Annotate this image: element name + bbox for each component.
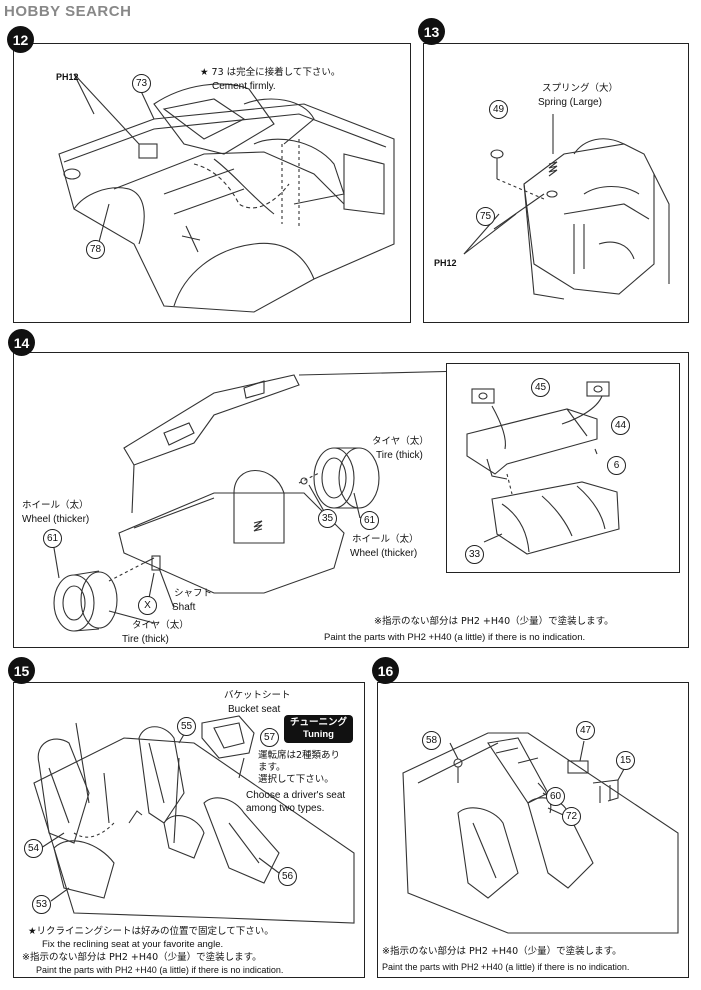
part-15: 15 [616, 751, 635, 770]
step-16-paint-note-jp: ※指示のない部分は PH2 +H40（少量）で塗装します。 [382, 946, 622, 957]
bucket-seat-jp: バケットシート [224, 690, 291, 701]
step-12-illustration [58, 73, 395, 313]
recline-note-jp: ★リクライニングシートは好みの位置で固定して下さい。 [28, 926, 274, 937]
step-15-paint-note-jp: ※指示のない部分は PH2 +H40（少量）で塗装します。 [22, 952, 262, 963]
part-55: 55 [177, 717, 196, 736]
step-15-paint-note-en: Paint the parts with PH2 +H40 (a little)… [36, 965, 284, 975]
driver-seat-jp-2: ます。 [258, 762, 286, 773]
part-61-left: 61 [43, 529, 62, 548]
step-16-panel: 58 47 15 60 72 ※指示のない部分は PH2 +H40（少量）で塗装… [377, 682, 689, 978]
shaft-jp: シャフト [174, 588, 213, 599]
part-44: 44 [611, 416, 630, 435]
part-49: 49 [489, 100, 508, 119]
step-13-panel: スプリング（大） Spring (Large) 49 75 PH12 [423, 43, 689, 323]
step-14-badge: 14 [8, 329, 35, 356]
tuning-tag-jp: チューニング [290, 717, 348, 728]
part-53: 53 [32, 895, 51, 914]
step-13-paint-code: PH12 [434, 258, 457, 268]
driver-seat-en-1: Choose a driver's seat [246, 790, 346, 801]
part-60: 60 [546, 787, 565, 806]
part-47: 47 [576, 721, 595, 740]
wheel-thicker-jp-right: ホイール（太） [352, 534, 419, 545]
step-14-seat-inset: 45 44 6 33 [446, 363, 680, 573]
part-75: 75 [476, 207, 495, 226]
part-56: 56 [278, 867, 297, 886]
part-72: 72 [562, 807, 581, 826]
step-14-illustration [51, 370, 467, 632]
part-58: 58 [422, 731, 441, 750]
tire-thick-jp-left: タイヤ（太） [132, 620, 189, 631]
step-15-badge: 15 [8, 657, 35, 684]
step-12-note-en: Cement firmly. [212, 81, 276, 92]
step-12-note-jp: ★ 73 は完全に接着して下さい。 [200, 67, 341, 78]
wheel-thicker-en-right: Wheel (thicker) [350, 548, 418, 559]
step-14-inset-illustration [466, 381, 620, 555]
part-6: 6 [607, 456, 626, 475]
part-shaft-x: X [138, 596, 157, 615]
driver-seat-jp-3: 選択して下さい。 [258, 774, 334, 785]
tuning-tag: チューニング Tuning [284, 715, 354, 743]
step-15-panel: バケットシート Bucket seat チューニング Tuning 55 57 … [13, 682, 365, 978]
part-54: 54 [24, 839, 43, 858]
tuning-tag-en: Tuning [303, 729, 334, 740]
step-12-badge: 12 [7, 26, 34, 53]
shaft-en: Shaft [172, 602, 196, 613]
part-57: 57 [260, 728, 279, 747]
step-14-paint-note-en: Paint the parts with PH2 +H40 (a little)… [324, 632, 586, 643]
driver-seat-en-2: among two types. [246, 803, 325, 814]
step-16-paint-note-en: Paint the parts with PH2 +H40 (a little)… [382, 962, 630, 972]
step-16-badge: 16 [372, 657, 399, 684]
step-16-illustration [402, 732, 679, 934]
spring-label-en: Spring (Large) [538, 97, 602, 108]
part-33: 33 [465, 545, 484, 564]
bucket-seat-en: Bucket seat [228, 704, 281, 715]
part-73: 73 [132, 74, 151, 93]
part-78: 78 [86, 240, 105, 259]
step-15-illustration [33, 715, 355, 924]
part-61-right: 61 [360, 511, 379, 530]
spring-label-jp: スプリング（大） [542, 83, 619, 94]
wheel-thicker-jp-left: ホイール（太） [22, 500, 89, 511]
step-13-illustration [463, 114, 670, 300]
driver-seat-jp-1: 運転席は2種類あり [258, 750, 341, 761]
tire-thick-en-right: Tire (thick) [376, 450, 423, 461]
watermark-brand: HOBBY SEARCH [4, 3, 132, 20]
tire-thick-jp-right: タイヤ（太） [372, 436, 429, 447]
part-45: 45 [531, 378, 550, 397]
tire-thick-en-left: Tire (thick) [122, 634, 169, 645]
step-12-paint-code: PH12 [56, 72, 79, 82]
part-35: 35 [318, 509, 337, 528]
step-14-panel: 45 44 6 33 タイヤ（太） Tire (thick) ホイール（太） W… [13, 352, 689, 648]
step-14-paint-note-jp: ※指示のない部分は PH2 +H40（少量）で塗装します。 [374, 616, 614, 627]
wheel-thicker-en-left: Wheel (thicker) [22, 514, 90, 525]
recline-note-en: Fix the reclining seat at your favorite … [42, 939, 224, 950]
step-13-badge: 13 [418, 18, 445, 45]
step-12-panel: PH12 73 78 ★ 73 は完全に接着して下さい。 Cement firm… [13, 43, 411, 323]
